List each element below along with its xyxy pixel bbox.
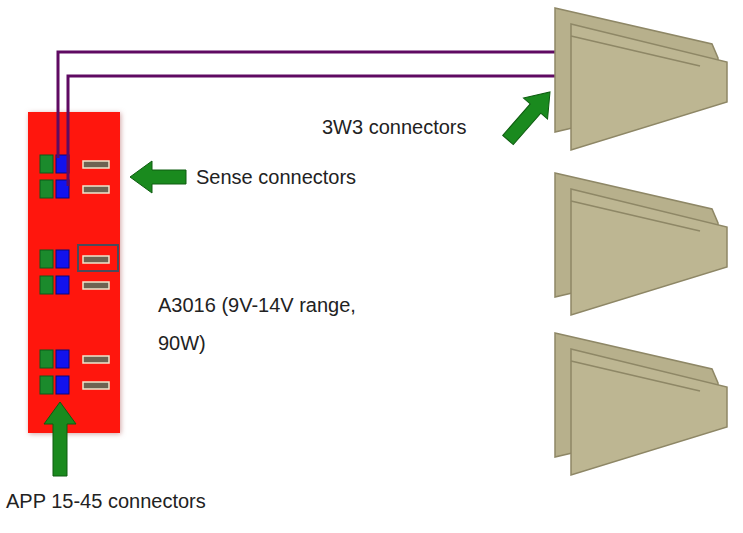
3w3-connector <box>555 333 727 475</box>
callout-label: APP 15-45 connectors <box>6 490 206 513</box>
label-holder: A3016 (9V-14V range, 90W) <box>158 286 358 362</box>
app-terminal <box>56 350 69 368</box>
pointer-arrow <box>130 161 186 193</box>
app-terminal <box>56 250 69 268</box>
3w3-connector <box>555 8 727 150</box>
sense-wire <box>58 52 572 158</box>
3w3-connectors <box>555 8 727 475</box>
pointer-arrow <box>44 402 76 476</box>
sense-connector <box>83 382 109 389</box>
app-terminal <box>40 276 53 294</box>
app-terminal <box>40 250 53 268</box>
sense-connector <box>83 356 109 363</box>
sense-connector <box>83 256 109 263</box>
callout-label: Sense connectors <box>196 166 356 189</box>
callout-label: 3W3 connectors <box>322 116 467 139</box>
pointer-arrow <box>496 81 562 150</box>
app-terminal <box>40 350 53 368</box>
highlight-box <box>78 245 118 271</box>
callout-label: A3016 (9V-14V range, 90W) <box>158 286 358 362</box>
sense-connector <box>83 161 109 168</box>
app-terminal <box>40 376 53 394</box>
app-terminal <box>40 155 53 173</box>
connector-rows <box>40 155 109 394</box>
label-holder: Sense connectors <box>196 166 356 189</box>
app-terminal <box>40 180 53 198</box>
pointer-arrows <box>44 81 562 476</box>
label-holder: APP 15-45 connectors <box>6 490 206 513</box>
sense-connector <box>83 282 109 289</box>
app-terminal <box>56 276 69 294</box>
app-terminal <box>56 376 69 394</box>
sense-connector <box>83 186 109 193</box>
module-board <box>28 112 120 433</box>
label-holder: 3W3 connectors <box>322 116 467 139</box>
3w3-connector <box>555 173 727 315</box>
